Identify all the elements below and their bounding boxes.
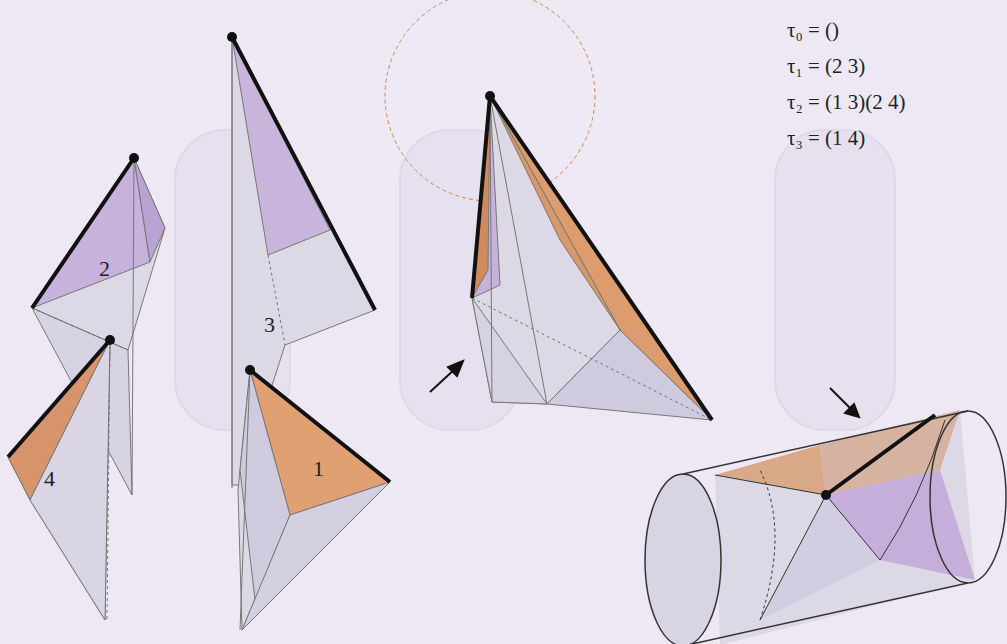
permutation-label: τ₀ = () (787, 20, 839, 41)
piece-number: 3 (264, 314, 275, 336)
piece-number: 2 (99, 258, 110, 280)
permutation-label: τ₁ = (2 3) (787, 56, 865, 77)
arrow (430, 361, 859, 417)
piece-number: 1 (313, 458, 324, 480)
permutation-label: τ₃ = (1 4) (787, 128, 865, 149)
piece-1 (238, 365, 390, 630)
piece-4 (8, 335, 115, 620)
permutation-label: τ₂ = (1 3)(2 4) (787, 92, 906, 113)
cylinder (645, 410, 1006, 644)
piece-number: 4 (44, 468, 55, 490)
assembled-piece (385, 0, 712, 420)
